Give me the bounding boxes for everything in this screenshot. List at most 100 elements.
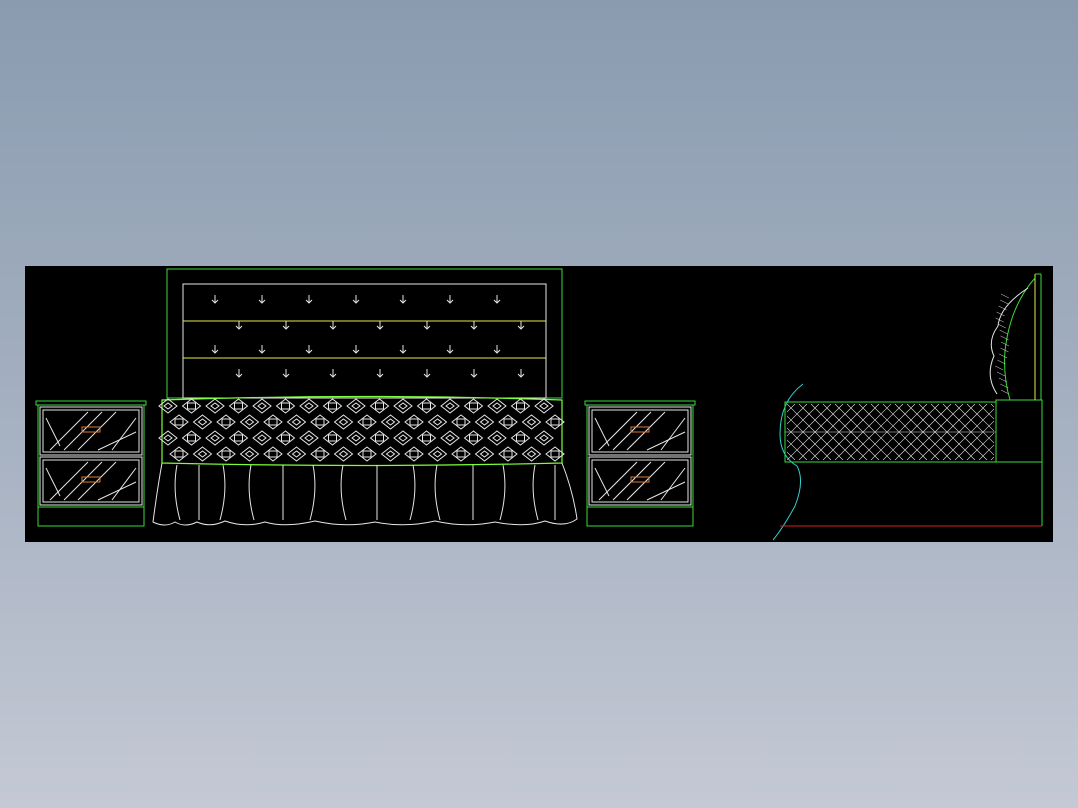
pattern-diamond [333,446,354,462]
drawer-handle [81,476,101,483]
pattern-diamond-inner [445,402,455,410]
pattern-diamond [228,430,249,446]
drawer-reflection-line [63,411,103,451]
tuft-arrow [423,321,431,330]
hatch-line [727,404,783,460]
side-base [780,400,1043,527]
pattern-diamond [393,398,413,414]
pattern-square [409,418,419,426]
pattern-diamond [404,414,424,430]
pattern-diamond [369,398,390,414]
pattern-diamond-inner [351,402,361,410]
drawer-lower [588,456,692,506]
nightstand-body [586,404,694,527]
skirt-fold [309,464,316,521]
pattern-diamond-inner [304,434,314,442]
tuft-hatch [1000,341,1010,347]
side-headboard [989,273,1042,401]
pattern-diamond [299,398,319,414]
cad-viewport[interactable] [25,266,1053,542]
tuft-hatch [996,311,1005,317]
tuft-hatch [1000,383,1009,389]
pattern-diamond [380,414,401,430]
pattern-diamond-inner [398,434,408,442]
tuft-arrow [305,295,313,304]
pattern-diamond [498,446,518,462]
drawer-reflection-line [63,461,103,501]
skirt-fold [174,464,181,521]
tuft-hatch [998,305,1007,311]
hatch-line [1051,404,1053,460]
drawer-reflection-line [594,467,610,497]
pattern-diamond-inner [338,450,349,458]
pattern-diamond-inner [257,402,267,410]
pattern-square [422,434,431,442]
tuft-hatch [1000,389,1010,395]
pattern-square [234,434,243,442]
skirt-fold [340,464,347,521]
pattern-square [503,450,513,458]
pattern-square [362,418,372,426]
pattern-diamond [205,398,225,414]
drawer-reflection-line [660,467,686,501]
pattern-diamond [498,414,518,430]
pattern-diamond-inner [432,450,443,458]
pattern-diamond [310,446,330,462]
pattern-diamond-inner [492,402,502,410]
tuft-hatch [1000,335,1009,341]
pattern-diamond-inner [244,450,255,458]
pattern-diamond [322,398,343,414]
tuft-arrow [470,369,478,378]
pattern-diamond [299,430,319,446]
pattern-diamond-inner [210,434,220,442]
hatch-line [1003,404,1053,460]
tuft-arrow [423,369,431,378]
pattern-diamond [463,398,484,414]
nightstand-top [35,400,147,406]
drawer-lower-inner [591,459,689,503]
tuft-hatch [998,377,1008,383]
drawer-reflection-line [97,481,137,501]
pattern-diamond [393,430,413,446]
pattern-square [268,450,278,458]
pattern-diamond [474,446,495,462]
drawer-reflection-line [598,411,638,451]
pattern-square [362,450,372,458]
hatch-line [727,404,783,460]
pattern-diamond [380,446,401,462]
tuft-arrow [446,295,454,304]
tuft-hatch [1000,347,1009,353]
pattern-square [234,402,243,410]
pattern-diamond [357,446,377,462]
tuft-arrow [517,369,525,378]
tuft-arrow [258,295,266,304]
tuft-arrow [329,321,337,330]
drawer-reflection-line [626,411,666,451]
hatch-line [966,404,994,432]
hatch-line [1015,404,1053,460]
cad-drawing [35,268,1053,541]
drawer-reflection-line [594,417,610,447]
drawer-handle [630,426,650,433]
pattern-diamond [416,430,437,446]
drawer-reflection-line [612,461,652,501]
pattern-diamond [275,398,296,414]
pattern-diamond [158,398,178,414]
drawer-reflection-line [646,481,686,501]
drawer-reflection-line [49,461,89,501]
pattern-diamond [192,414,213,430]
tuft-arrow [352,295,360,304]
pattern-diamond-inner [445,434,455,442]
pattern-diamond [474,414,495,430]
pattern-diamond [216,414,236,430]
pattern-square [281,434,290,442]
pattern-square [187,402,196,410]
drawer-reflection-line [97,431,137,451]
drawer-reflection-line [626,461,666,501]
side-elevation-view [727,273,1053,541]
pattern-diamond [427,446,448,462]
drawer-reflection-line [111,417,137,451]
tuft-hatch [1000,293,1010,299]
nightstand-body [37,404,145,527]
pattern-diamond [545,414,565,430]
